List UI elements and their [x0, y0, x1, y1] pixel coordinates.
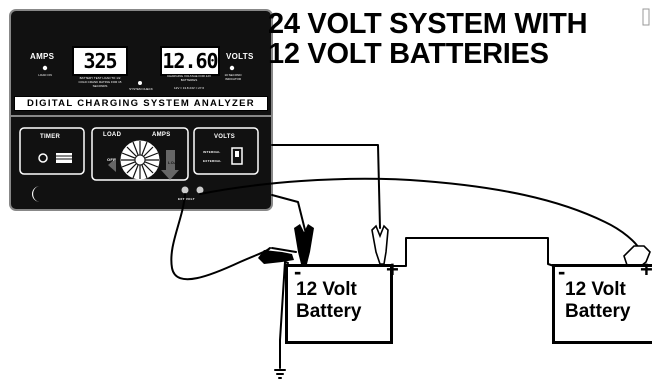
internal-label: INTERNAL	[203, 150, 221, 154]
timer-display-icon	[56, 153, 72, 163]
jack-right[interactable]	[196, 186, 204, 194]
battery-1-negative: -	[294, 259, 302, 284]
amps-panel-label: AMPS	[152, 132, 171, 138]
red-clamp	[371, 224, 389, 265]
wire-amp-clamp-lead	[170, 193, 271, 281]
charging-check-text: CHARGING VOLTAGE FOR 12V BATTERIES	[166, 74, 212, 82]
wire-far-clamp	[199, 177, 641, 251]
ten-second-text: 10 SECOND INDICATOR	[224, 73, 242, 81]
wire-red-clamp	[271, 144, 381, 229]
volts-label: VOLTS	[226, 52, 254, 61]
volts-panel	[193, 127, 259, 175]
volts-panel-label: VOLTS	[214, 134, 236, 140]
black-clamp-large	[294, 224, 314, 268]
ok-readings-text: 12V = 13.8 24V = 27.6	[173, 86, 205, 90]
battery-2: 12 Volt Battery	[552, 264, 652, 344]
wire-ground-lead	[271, 247, 297, 369]
wire-black-clamp	[271, 194, 306, 231]
volts-display: 12.60	[160, 46, 220, 76]
title-line-1: 24 VOLT SYSTEM WITH	[268, 8, 588, 40]
load-on-led	[42, 65, 48, 71]
battery-2-voltage: 12 Volt	[565, 279, 626, 300]
load-label: LOAD	[103, 132, 122, 138]
battery-1-label: Battery	[296, 301, 362, 322]
battery-2-positive: +	[640, 257, 652, 282]
timer-button[interactable]	[38, 153, 48, 163]
off-arrow-icon	[108, 158, 116, 172]
off-label: OFF	[107, 157, 116, 162]
amps-display: 325	[72, 46, 128, 76]
analyzer-name-strip: DIGITAL CHARGING SYSTEM ANALYZER	[14, 96, 268, 111]
wire-series-jumper	[391, 237, 561, 269]
jacks-label: EXT VOLT	[178, 197, 195, 201]
amps-label: AMPS	[30, 52, 55, 61]
battery-1-voltage: 12 Volt	[296, 279, 357, 300]
battery-2-label: Battery	[565, 301, 631, 322]
system-check-text: SYSTEM CHECK	[129, 87, 153, 91]
analyzer-bezel	[9, 9, 273, 211]
diagram-title: 24 VOLT SYSTEM WITH 12 VOLT BATTERIES	[268, 9, 628, 69]
ten-second-led	[229, 65, 235, 71]
external-label: EXTERNAL	[203, 159, 222, 163]
battery-2-negative: -	[558, 259, 566, 284]
battery-test-text: BATTERY TEST LOAD TO 1/2 COLD CRANK RATI…	[78, 76, 122, 88]
crescent-icon	[32, 186, 40, 202]
battery-1-positive: +	[386, 257, 399, 282]
battery-1: 12 Volt Battery	[285, 264, 393, 344]
load-on-text: LOAD ON	[38, 73, 52, 77]
volts-switch[interactable]	[231, 147, 243, 165]
load-arrow-icon	[161, 150, 179, 180]
timer-panel	[19, 127, 85, 175]
title-line-2: 12 VOLT BATTERIES	[268, 38, 549, 70]
jack-left[interactable]	[181, 186, 189, 194]
timer-label: TIMER	[40, 134, 61, 140]
black-clamp-small	[258, 250, 294, 264]
load-small-label: LOAD	[168, 160, 181, 165]
load-panel	[91, 127, 189, 181]
